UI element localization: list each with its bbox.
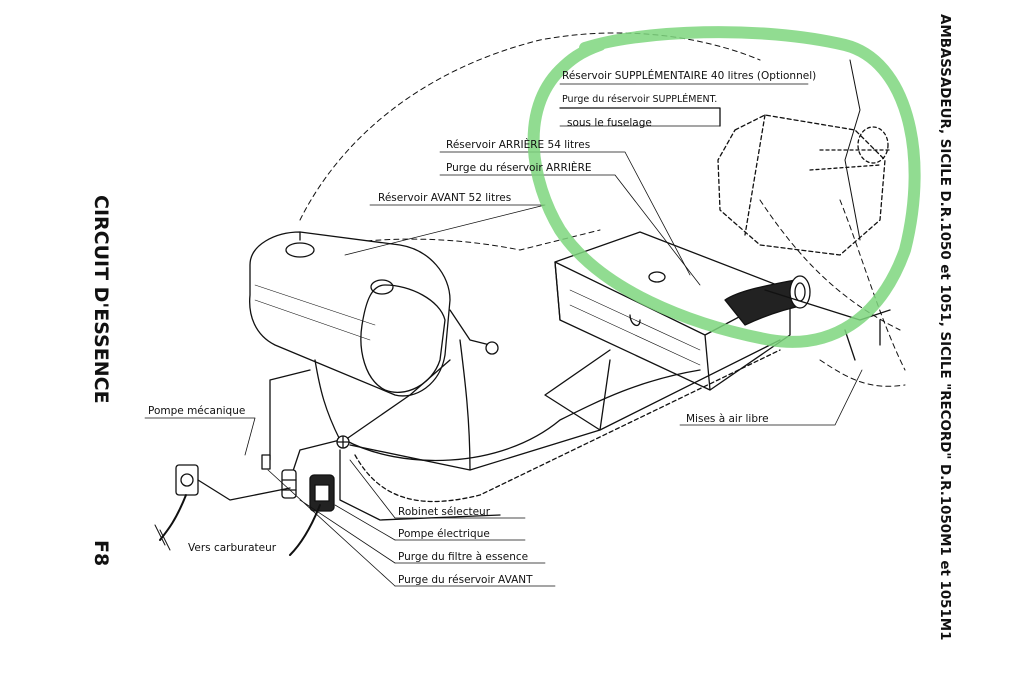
front-tank [249,231,451,397]
label-robinet-selecteur: Robinet sélecteur [398,506,491,518]
left-title: CIRCUIT D'ESSENCE [90,195,112,404]
label-sous-fuselage: sous le fuselage [567,117,652,129]
highlight-circle [527,26,921,348]
page-code: F8 [90,540,112,567]
fuel-line-main [344,369,701,462]
label-purge-arriere: Purge du réservoir ARRIÈRE [446,162,592,174]
label-reservoir-arriere: Réservoir ARRIÈRE 54 litres [446,139,591,151]
label-mises-air-libre: Mises à air libre [686,413,769,425]
label-reservoir-supplementaire: Réservoir SUPPLÉMENTAIRE 40 litres (Opti… [562,70,817,82]
label-purge-filtre: Purge du filtre à essence [398,551,529,563]
fuselage-outline [299,32,761,221]
label-purge-avant: Purge du réservoir AVANT [398,574,533,586]
mechanical-pump [175,464,291,501]
selector-valve [336,435,350,449]
label-purge-supplement: Purge du réservoir SUPPLÉMENT. [562,94,718,105]
label-reservoir-avant: Réservoir AVANT 52 litres [378,192,512,204]
electric-pump [309,474,335,512]
right-title: AMBASSADEUR, SICILE D.R.1050 et 1051, SI… [937,14,952,641]
carburetor-line [159,494,187,541]
purge-front [261,454,271,470]
label-vers-carburateur: Vers carburateur [188,542,277,554]
fuel-filter [281,469,297,499]
label-pompe-mecanique: Pompe mécanique [148,405,246,417]
label-pompe-electrique: Pompe électrique [398,528,490,540]
